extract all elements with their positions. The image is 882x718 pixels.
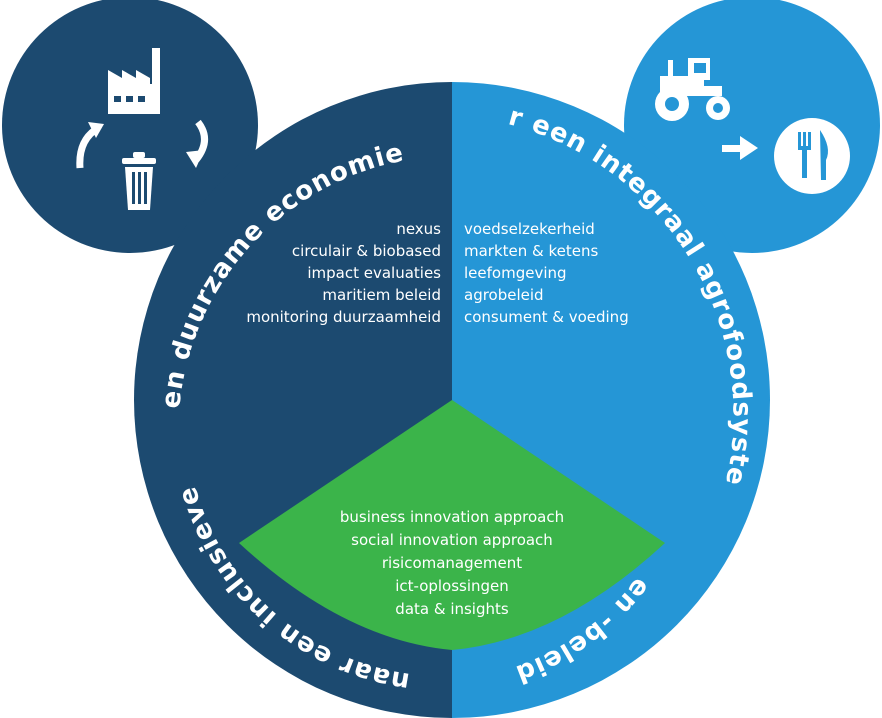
right-item: voedselzekerheid — [464, 220, 595, 238]
right-item: leefomgeving — [464, 264, 567, 282]
plate-cutlery-icon — [774, 118, 850, 194]
left-item: impact evaluaties — [307, 264, 441, 282]
bottom-segment — [239, 400, 665, 650]
left-item: maritiem beleid — [322, 286, 441, 304]
left-icons — [76, 48, 208, 210]
bottom-item: ict-oplossingen — [395, 577, 509, 595]
factory-icon — [108, 48, 160, 114]
bottom-item: social innovation approach — [351, 531, 553, 549]
bottom-item: risicomanagement — [382, 554, 522, 572]
right-item: agrobeleid — [464, 286, 544, 304]
left-list: nexus circulair & biobased impact evalua… — [246, 220, 441, 326]
arrow-right-icon — [722, 136, 758, 160]
left-item: nexus — [396, 220, 441, 238]
right-item: markten & ketens — [464, 242, 599, 260]
recycle-arrow-right-icon — [186, 119, 208, 168]
left-item: circulair & biobased — [292, 242, 441, 260]
bottom-item: business innovation approach — [340, 508, 564, 526]
recycle-arrow-left-icon — [76, 122, 104, 169]
tractor-icon — [655, 58, 730, 121]
trash-bin-icon — [122, 152, 156, 210]
bottom-list: business innovation approach social inno… — [340, 508, 564, 618]
bottom-item: data & insights — [395, 600, 509, 618]
right-item: consument & voeding — [464, 308, 629, 326]
left-item: monitoring duurzaamheid — [246, 308, 441, 326]
right-icons — [655, 58, 850, 194]
right-list: voedselzekerheid markten & ketens leefom… — [464, 220, 629, 326]
